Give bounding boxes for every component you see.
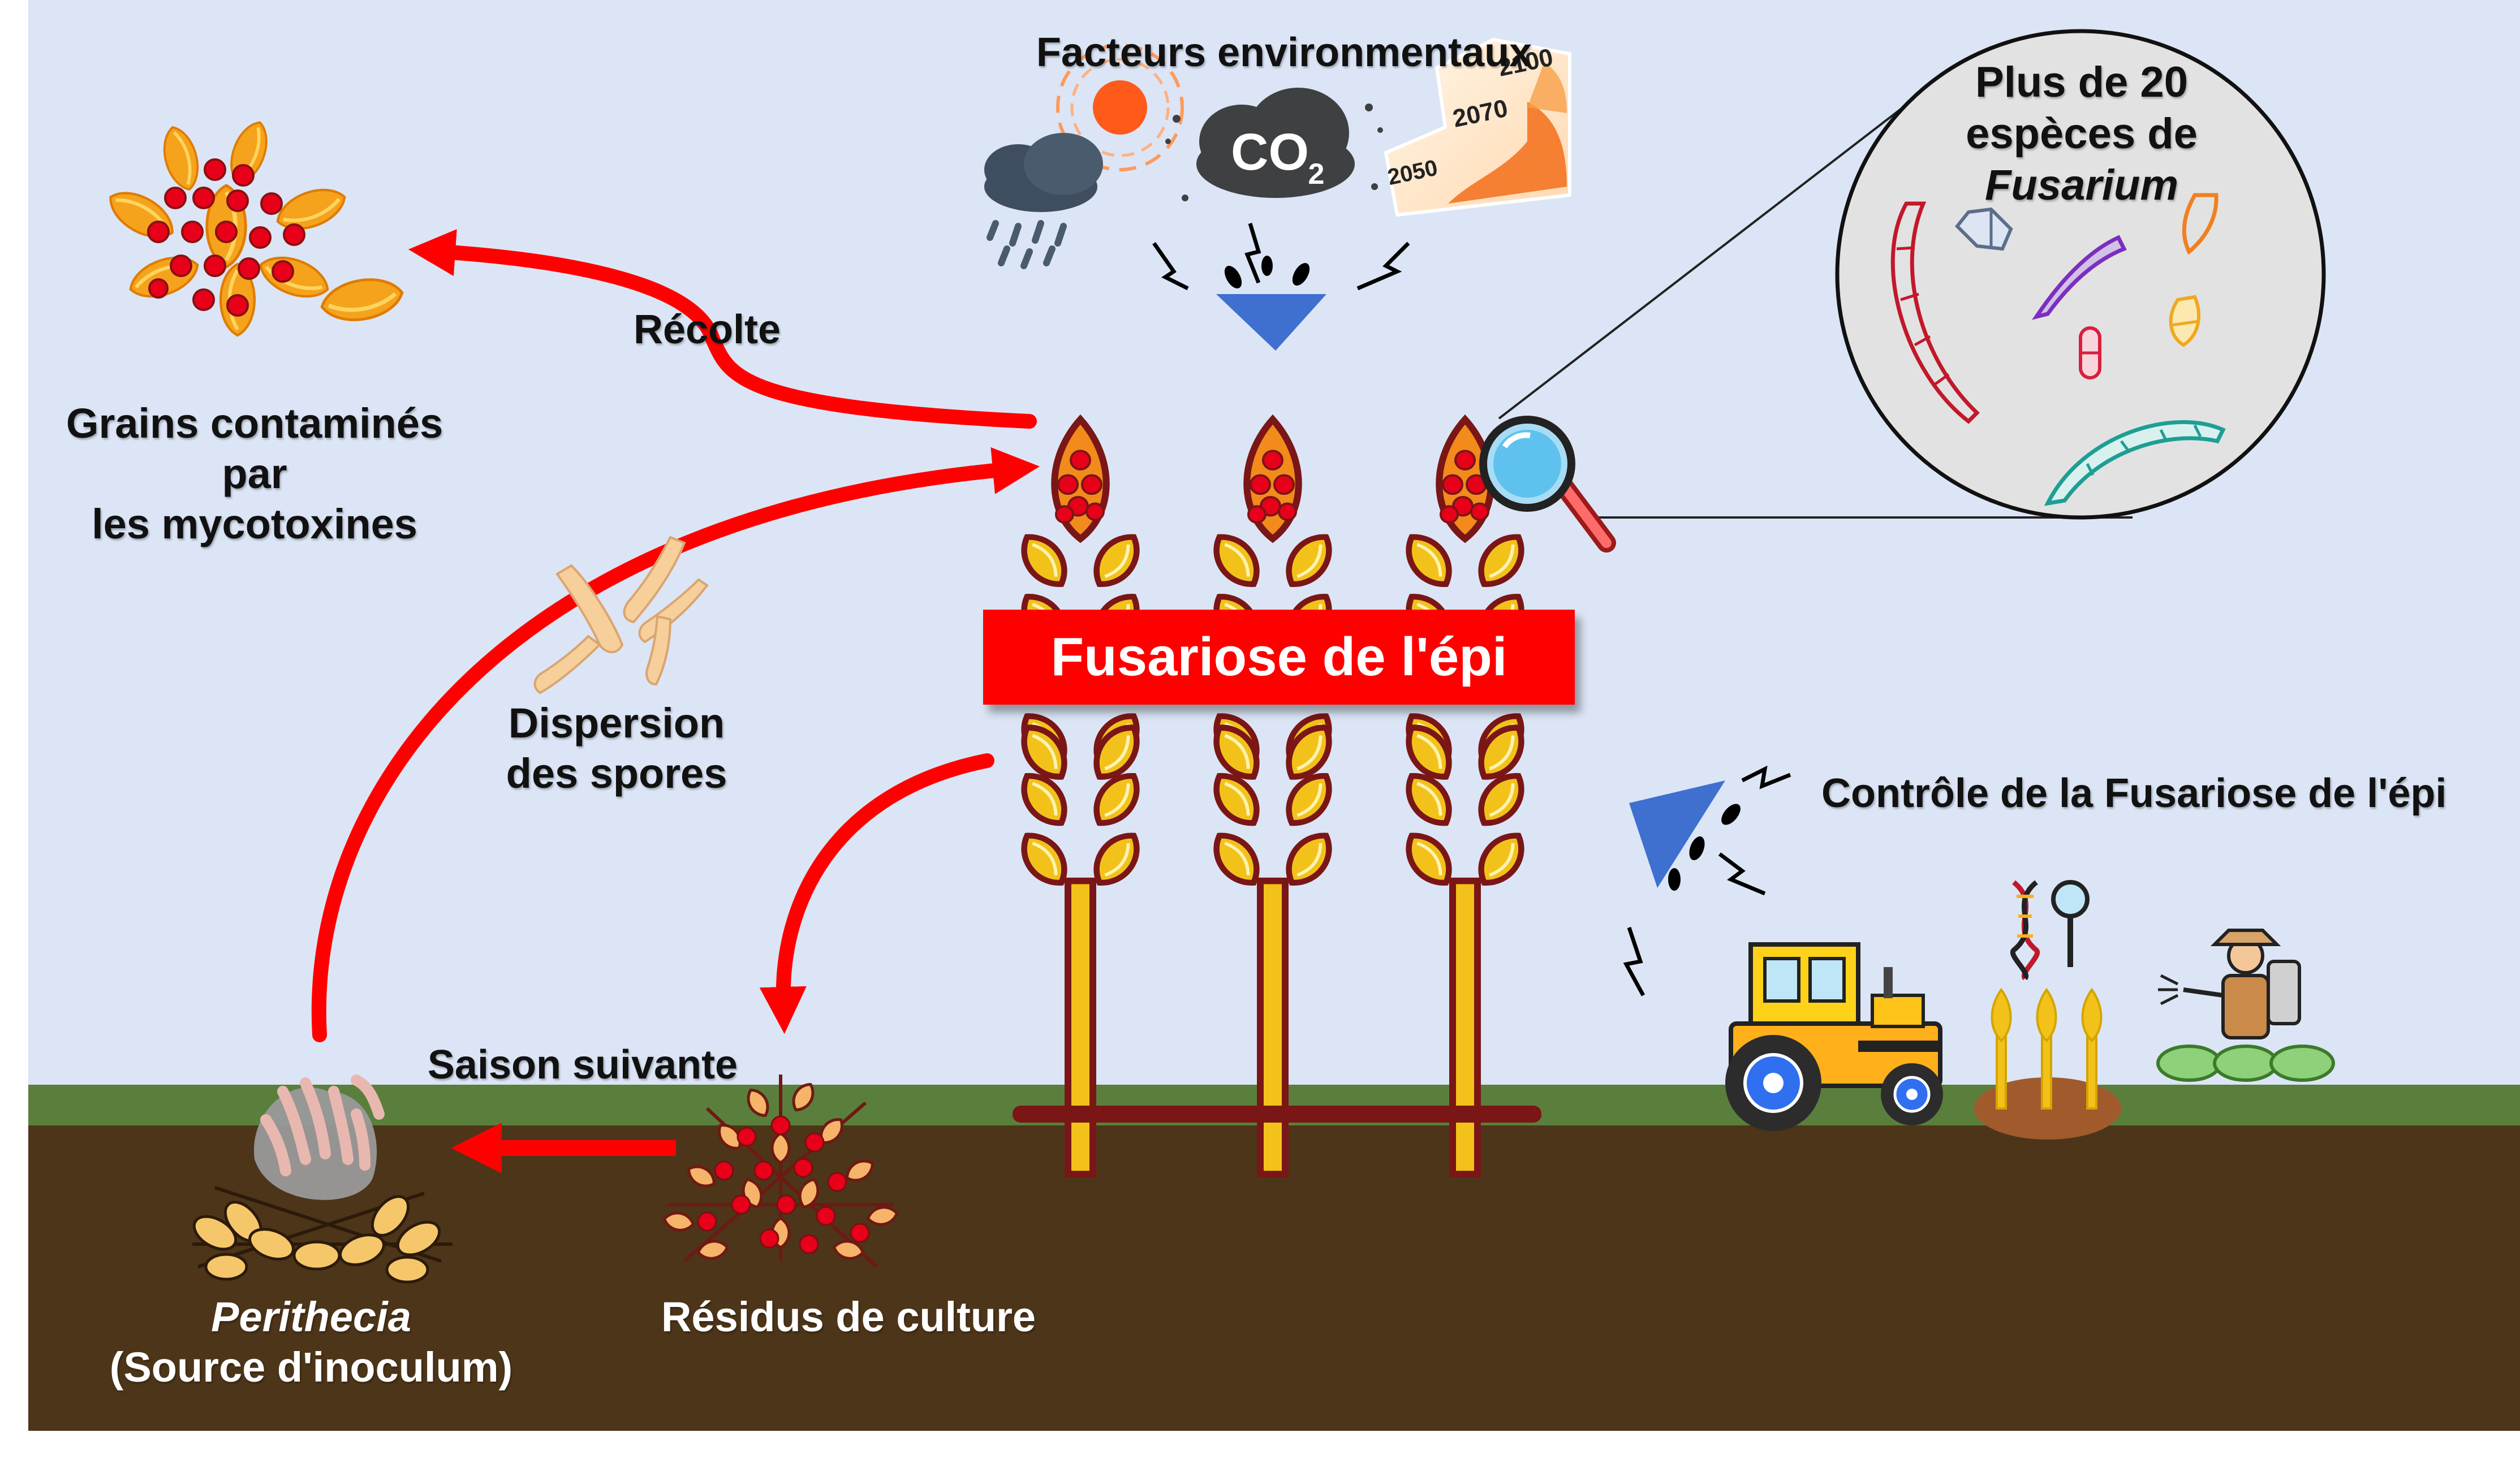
control-spray-icon (1623, 765, 1791, 996)
harvest-arrow (408, 229, 1037, 429)
co2-text: CO (1231, 123, 1309, 181)
tractor-icon (1725, 942, 1943, 1131)
climate-map-icon: 2100 2070 2050 (1384, 37, 1571, 217)
farmer-sprayer-icon (2156, 929, 2335, 1082)
control-label: Contrôle de la Fusariose de l'épi (1821, 771, 2447, 816)
fusarium-species-zoom (1835, 29, 2326, 520)
co2-cloud-icon: CO 2 (1165, 88, 1383, 201)
perithecia-label: Perithecia (Source d'inoculum) (109, 1293, 513, 1391)
fusarium-species-label: Plus de 20 espèces de Fusarium (1966, 58, 2198, 210)
spore-dispersion-arrow (311, 447, 1040, 1042)
magnifier-icon (1479, 416, 1616, 553)
rain-cloud-icon (984, 133, 1103, 269)
resistant-wheat-icon (1974, 987, 2121, 1140)
crop-residues-icon (663, 1075, 898, 1268)
contaminated-grains-icon (102, 117, 405, 335)
zoom-lines (1498, 95, 2133, 519)
spore-dispersion-label: Dispersion des spores (506, 700, 727, 797)
dna-icon (2010, 880, 2090, 981)
residue-arrow (759, 753, 994, 1034)
contaminated-grains-label: Grains contaminés par les mycotoxines (66, 400, 443, 547)
wheat-ground-bar (1013, 1106, 1541, 1123)
fusarium-head-blight-banner: Fusariose de l'épi (983, 610, 1575, 705)
spores-icon (533, 536, 709, 694)
harvest-label: Récolte (633, 307, 781, 352)
svg-text:2: 2 (1308, 158, 1325, 191)
environment-impact-icon (1152, 222, 1410, 351)
environment-factors-label: Facteurs environmentaux (1036, 30, 1532, 75)
next-season-label: Saison suivante (427, 1042, 738, 1088)
crop-residues-label: Résidus de culture (661, 1293, 1036, 1340)
sun-icon (1056, 44, 1184, 171)
perithecia-icon (192, 1075, 453, 1284)
